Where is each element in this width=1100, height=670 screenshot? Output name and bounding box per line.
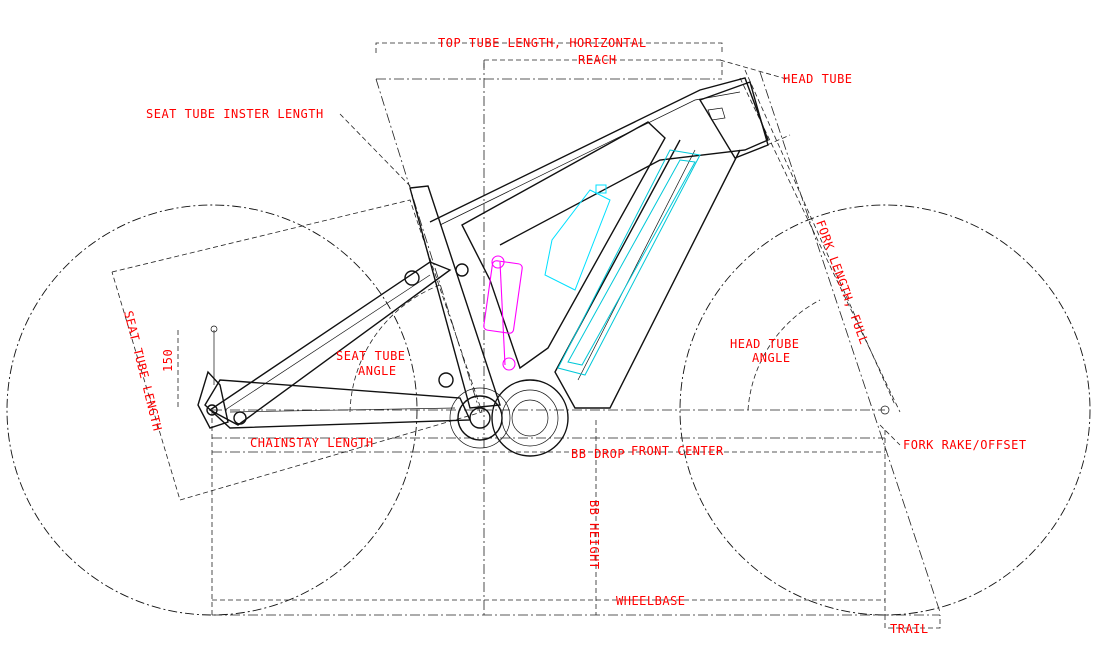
front-center-label: FRONT CENTER [631, 444, 724, 458]
reach-label: REACH [578, 53, 617, 67]
head-tube-angle-label-1: HEAD TUBE [730, 337, 800, 351]
seat-tube-angle-label-2: ANGLE [358, 364, 397, 378]
bike-frame [197, 77, 769, 457]
trail-label: TRAIL [890, 622, 929, 636]
bb-drop-label: BB DROP [571, 447, 625, 461]
seat-tube-length-label: SEAT TUBE LENGTH [121, 309, 164, 432]
fork-rake-label: FORK RAKE/OFFSET [903, 438, 1027, 452]
seat-tube-angle-label-1: SEAT TUBE [336, 349, 406, 363]
wheelbase-label: WHEELBASE [616, 594, 686, 608]
chainstay-length-label: CHAINSTAY LENGTH [250, 436, 374, 450]
dim-150-label: 150 [161, 349, 175, 372]
water-bottle [544, 184, 611, 291]
seat-tube-insert-label: SEAT TUBE INSTER LENGTH [146, 107, 324, 121]
battery [557, 149, 701, 376]
chainring [457, 395, 503, 441]
front-wheel [679, 204, 1091, 616]
motor [491, 379, 569, 457]
rear-shock [483, 255, 523, 371]
head-tube-label: HEAD TUBE [783, 72, 853, 86]
dimension-lines [111, 42, 941, 629]
head-tube-angle-label-2: ANGLE [752, 351, 791, 365]
top-tube-length-label: TOP TUBE LENGTH, HORIZONTAL [438, 36, 647, 50]
fork-length-label: FORK LENGTH, FULL [813, 218, 871, 346]
bb-height-label: BB HEIGHT [587, 500, 601, 570]
